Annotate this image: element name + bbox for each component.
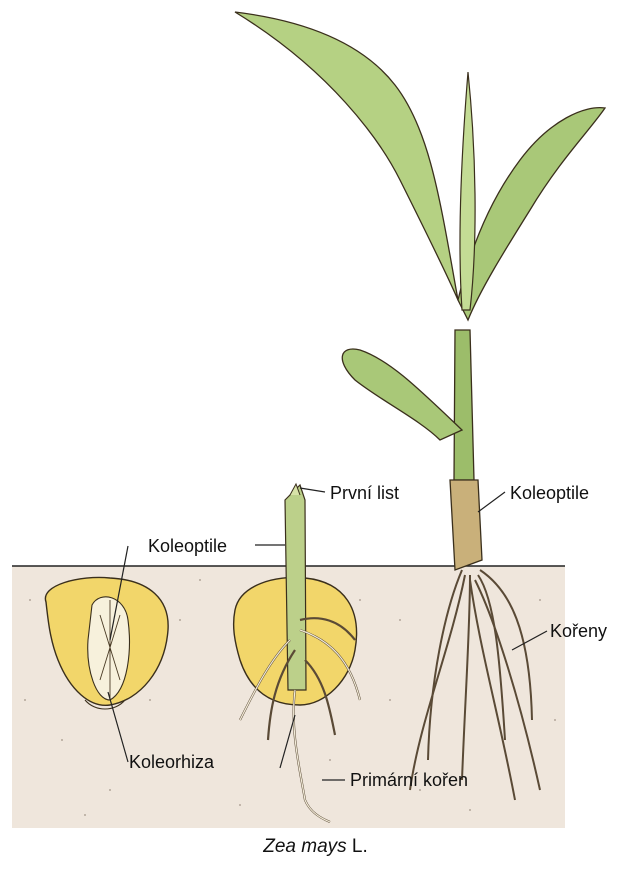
label-primarni-koren: Primární kořen bbox=[350, 771, 468, 789]
caption: Zea mays L. bbox=[0, 836, 631, 858]
label-prvni-list: První list bbox=[330, 484, 399, 502]
label-koleorhiza: Koleorhiza bbox=[129, 753, 214, 771]
label-koleoptile-left: Koleoptile bbox=[148, 537, 227, 555]
caption-species: Zea mays bbox=[263, 836, 346, 857]
label-koleoptile-right: Koleoptile bbox=[510, 484, 589, 502]
label-koreny: Kořeny bbox=[550, 622, 607, 640]
caption-authority: L. bbox=[352, 836, 368, 857]
